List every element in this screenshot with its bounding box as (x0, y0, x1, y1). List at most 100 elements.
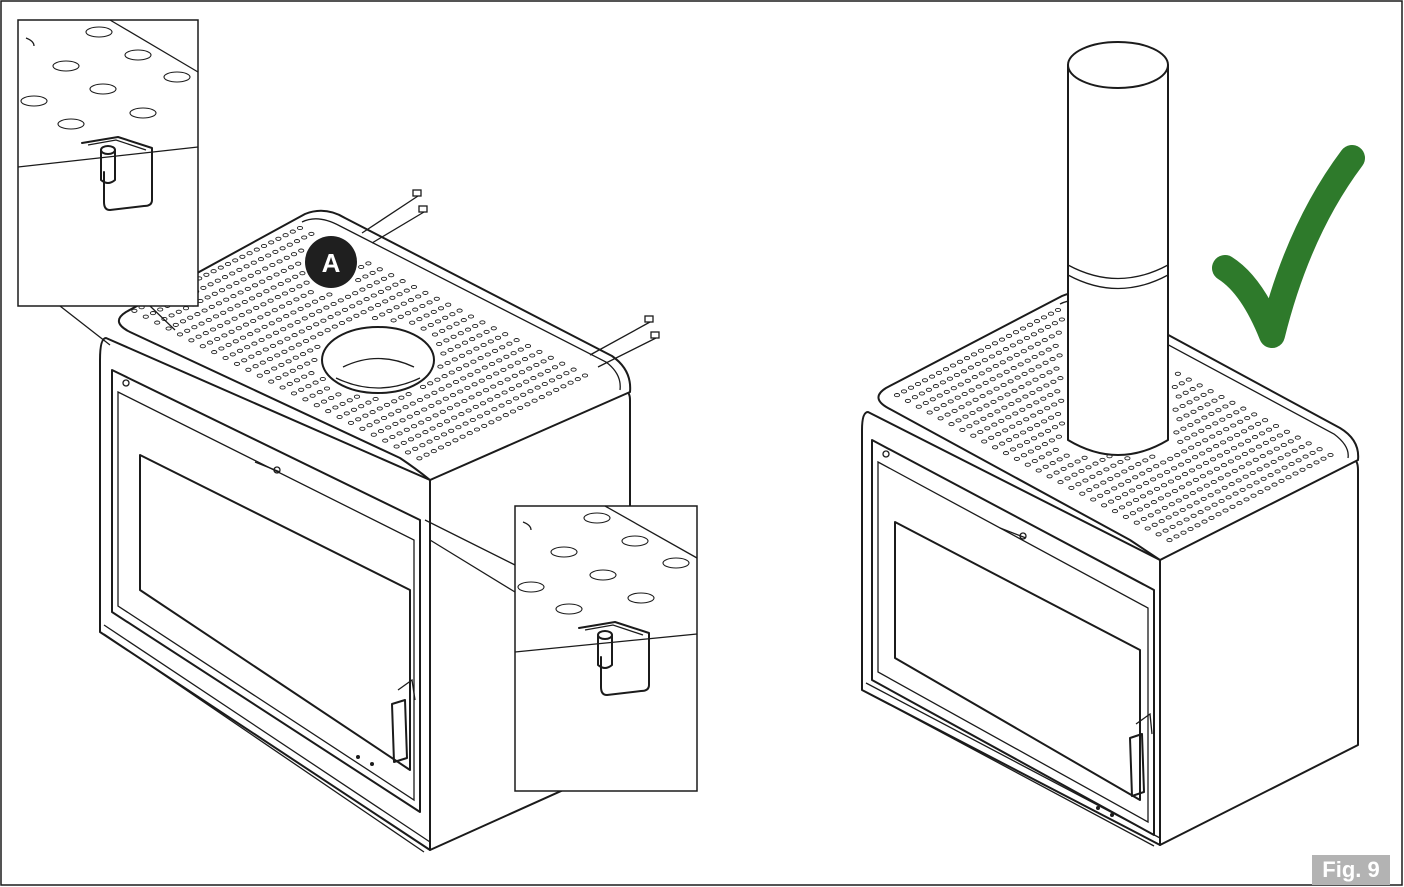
perforation-hole (323, 386, 331, 391)
stove-right-front-body (861, 411, 1161, 846)
perforation-hole (1269, 437, 1276, 442)
perforation-hole (1124, 456, 1131, 461)
perforation-hole (224, 261, 232, 267)
perforation-hole (356, 300, 363, 305)
perforation-hole (239, 335, 247, 340)
perforation-hole (295, 261, 302, 266)
perforation-hole (1128, 465, 1135, 470)
perforation-hole (1266, 450, 1273, 455)
perforation-hole (251, 283, 259, 288)
perforation-hole (1183, 413, 1190, 418)
perforation-hole (1176, 417, 1183, 422)
perforation-hole (278, 304, 286, 309)
perforation-hole (1044, 428, 1052, 433)
perforation-hole (1037, 409, 1044, 414)
perforation-hole (977, 348, 985, 353)
perforation-hole (1034, 341, 1041, 346)
perforation-hole (277, 281, 284, 287)
perforation-hole (211, 291, 218, 296)
perforation-hole (1027, 345, 1034, 350)
perforation-hole (175, 309, 182, 314)
perforation-hole (1215, 512, 1222, 517)
perforation-hole (199, 344, 206, 349)
perforation-hole (540, 359, 547, 364)
perforation-hole (1209, 434, 1216, 439)
perforation-hole (477, 356, 484, 361)
perforation-hole (149, 311, 157, 316)
perforation-hole (983, 403, 990, 408)
perforation-hole (172, 322, 179, 327)
perforation-hole (184, 328, 191, 333)
perforation-hole (1298, 445, 1305, 450)
perforation-hole (263, 370, 271, 375)
perforation-hole (1153, 464, 1160, 469)
perforation-hole (1166, 538, 1173, 543)
perforation-hole (1197, 406, 1204, 411)
perforation-hole (432, 413, 439, 418)
perforation-hole (1284, 452, 1291, 457)
perforation-hole (331, 324, 338, 329)
perforation-hole (253, 247, 260, 252)
perforation-hole (247, 273, 254, 278)
perforation-hole (505, 399, 512, 405)
perforation-hole (475, 391, 482, 396)
perforation-hole (404, 450, 412, 455)
perforation-hole (1241, 429, 1248, 434)
perforation-hole (227, 307, 234, 312)
perforation-hole (496, 358, 503, 363)
perforation-hole (1040, 396, 1047, 401)
perforation-hole (979, 394, 986, 399)
perforation-hole (1167, 479, 1175, 484)
perforation-hole (1052, 343, 1059, 348)
perforation-hole (1000, 382, 1007, 388)
perforation-hole (1212, 421, 1219, 426)
perforation-hole (1178, 462, 1185, 467)
perforation-hole (194, 312, 201, 317)
perforation-hole (1191, 432, 1198, 437)
perforation-hole (900, 389, 908, 394)
perforation-hole (316, 309, 323, 314)
perforation-hole (1051, 321, 1058, 326)
perforation-hole (474, 369, 481, 374)
perforation-hole (1041, 442, 1048, 447)
perforation-hole (393, 444, 400, 449)
perforation-hole (214, 336, 221, 342)
perforation-hole (1248, 448, 1255, 453)
perforation-hole (466, 431, 473, 436)
perforation-hole (437, 306, 445, 311)
perforation-hole (996, 373, 1003, 378)
perforation-hole (488, 361, 496, 367)
perforation-hole (935, 370, 943, 375)
perforation-hole (316, 390, 323, 395)
perforation-hole (451, 357, 458, 362)
perforation-hole (963, 356, 971, 361)
perforation-hole (376, 267, 383, 272)
perforation-hole (1122, 492, 1129, 497)
perforation-hole (1194, 419, 1201, 424)
perforation-hole (187, 315, 194, 320)
perforation-hole (359, 426, 366, 431)
perforation-hole (202, 331, 209, 336)
stove-left-perforation (131, 225, 589, 461)
perforation-hole (1108, 499, 1115, 504)
perforation-hole (999, 441, 1006, 446)
perforation-hole (265, 334, 272, 339)
perforation-hole (416, 397, 424, 403)
perforation-hole (1174, 371, 1181, 376)
perforation-hole (995, 432, 1002, 437)
perforation-hole (947, 399, 954, 404)
perforation-hole (949, 363, 957, 368)
perforation-hole (1227, 436, 1234, 441)
perforation-hole (439, 409, 446, 414)
perforation-hole (1020, 453, 1027, 458)
perforation-hole (481, 423, 488, 428)
perforation-hole (191, 325, 198, 330)
perforation-hole (1188, 445, 1195, 450)
perforation-hole (939, 380, 946, 385)
stove-right (861, 41, 1360, 847)
perforation-hole (992, 363, 999, 369)
perforation-hole (437, 445, 445, 450)
perforation-hole (914, 381, 922, 387)
screw-top-left-2 (371, 205, 428, 244)
perforation-hole (430, 309, 437, 314)
